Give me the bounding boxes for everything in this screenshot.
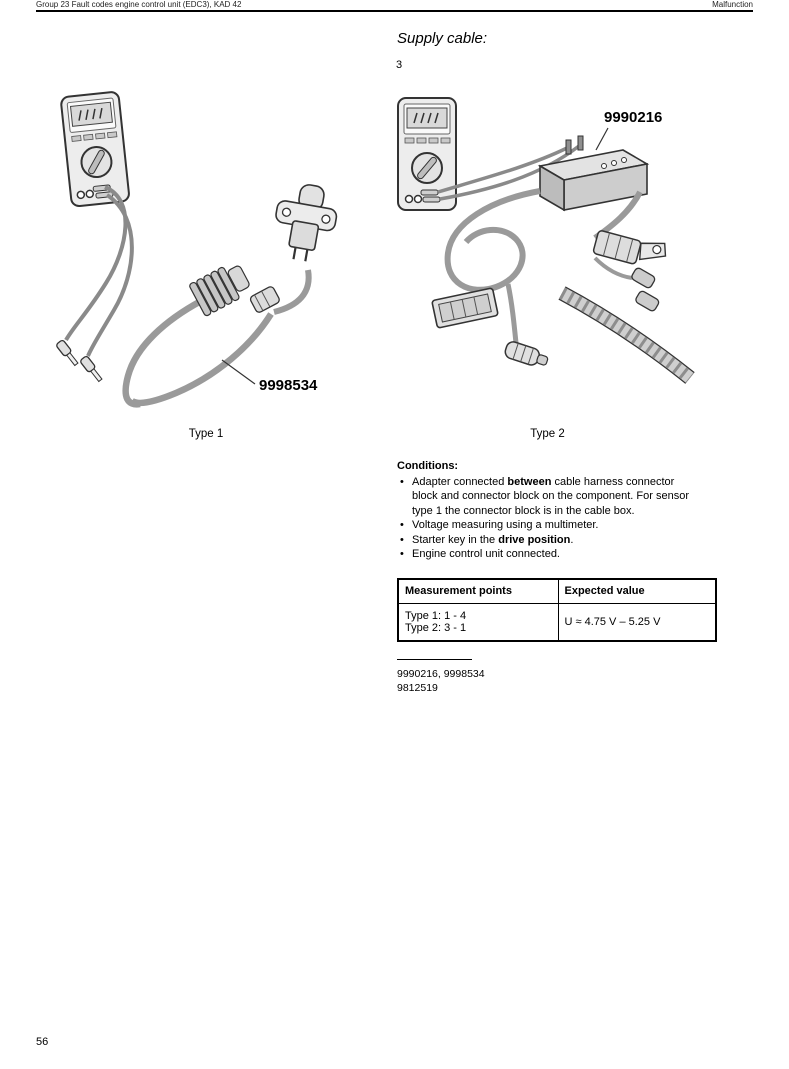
- list-item: Starter key in the drive position.: [397, 533, 699, 548]
- list-item: Voltage measuring using a multimeter.: [397, 518, 699, 533]
- sensor-plug: [504, 341, 549, 366]
- figure-type1: 9998534: [56, 91, 338, 408]
- footnote-part-numbers: 9990216, 9998534: [397, 668, 485, 680]
- multimeter-illustration: [397, 97, 457, 211]
- corrugated-hose: [558, 286, 695, 384]
- step-number: 3: [396, 59, 403, 71]
- section-title: Supply cable:: [397, 30, 488, 47]
- sensor-illustration: [275, 184, 338, 262]
- list-item: Engine control unit connected.: [397, 547, 699, 562]
- round-connectors: [631, 267, 660, 312]
- figure1-part-label: 9998534: [259, 377, 318, 394]
- page-number: 56: [36, 1036, 49, 1048]
- conditions-list: Adapter connected between cable harness …: [397, 475, 699, 562]
- multimeter-illustration: [60, 91, 130, 208]
- measurement-table: Measurement points Expected value Type 1…: [397, 578, 717, 642]
- bracket-connector: [592, 230, 667, 265]
- leader-line: [595, 127, 609, 151]
- conditions-heading: Conditions:: [397, 460, 459, 472]
- list-item: Adapter connected between cable harness …: [397, 475, 699, 519]
- table-header-expected-value: Expected value: [557, 578, 717, 604]
- inline-connector: [249, 286, 280, 313]
- figure2-caption: Type 2: [530, 428, 565, 440]
- footnote-doc-number: 9812519: [397, 682, 438, 694]
- test-leads: [56, 185, 134, 383]
- table-row: Type 1: 1 - 4 Type 2: 3 - 1 U ≈ 4.75 V –…: [397, 602, 717, 642]
- header-right: Malfunction: [712, 0, 753, 9]
- header-rule: [36, 10, 753, 12]
- harness-cables: [122, 269, 312, 408]
- header-left: Group 23 Fault codes engine control unit…: [36, 0, 242, 9]
- conditions-section: Conditions: Adapter connected between ca…: [397, 459, 719, 562]
- leader-line: [221, 359, 256, 385]
- figure2-part-label: 9990216: [604, 109, 662, 126]
- footnote-rule: [397, 659, 472, 660]
- measurement-points-cell: Type 1: 1 - 4 Type 2: 3 - 1: [397, 602, 559, 642]
- figure-type2: 9990216: [397, 97, 695, 384]
- table-header-measurement-points: Measurement points: [397, 578, 559, 604]
- adapter-box: [537, 135, 650, 212]
- expected-value-cell: U ≈ 4.75 V – 5.25 V: [557, 602, 717, 642]
- connector-block: [431, 287, 499, 329]
- figure1-caption: Type 1: [188, 428, 224, 440]
- probe-leads: [437, 144, 581, 201]
- corrugated-connector: [189, 265, 250, 317]
